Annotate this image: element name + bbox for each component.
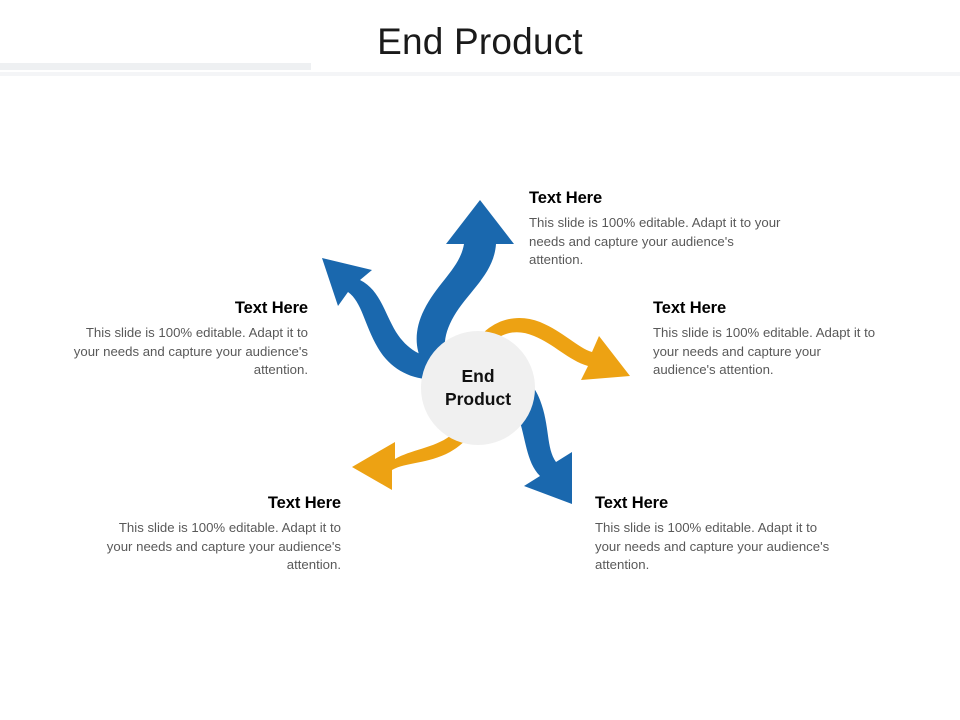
center-circle[interactable] [421,331,535,445]
callout-body: This slide is 100% editable. Adapt it to… [595,520,830,572]
center-label-line1: End [461,366,494,386]
arrow-up[interactable] [416,200,514,384]
callout-title: Text Here [529,189,603,207]
callout-bottom-left[interactable]: Text Here This slide is 100% editable. A… [100,493,341,575]
page-title: End Product [377,21,583,62]
callout-mid-right[interactable]: Text Here This slide is 100% editable. A… [653,298,885,380]
header-divider-thin [0,72,960,76]
callout-title: Text Here [653,299,727,317]
arrow-upper-left[interactable] [322,258,456,380]
center-label-line2: Product [445,389,511,409]
callout-title: Text Here [267,494,341,512]
callout-body: This slide is 100% editable. Adapt it to… [73,325,308,377]
radial-arrow-diagram: End Product [300,170,660,560]
callout-body: This slide is 100% editable. Adapt it to… [529,215,781,267]
callout-top-right[interactable]: Text Here This slide is 100% editable. A… [529,188,781,270]
callout-mid-left[interactable]: Text Here This slide is 100% editable. A… [68,298,308,380]
callout-title: Text Here [234,299,308,317]
header-divider-thick [0,63,311,70]
arrow-right[interactable] [467,317,630,380]
callout-body: This slide is 100% editable. Adapt it to… [653,325,876,377]
callout-title: Text Here [595,494,669,512]
arrow-lower-left[interactable] [352,374,479,490]
callout-bottom-right[interactable]: Text Here This slide is 100% editable. A… [595,493,830,575]
arrow-lower-right[interactable] [468,364,572,504]
callout-body: This slide is 100% editable. Adapt it to… [106,520,341,572]
